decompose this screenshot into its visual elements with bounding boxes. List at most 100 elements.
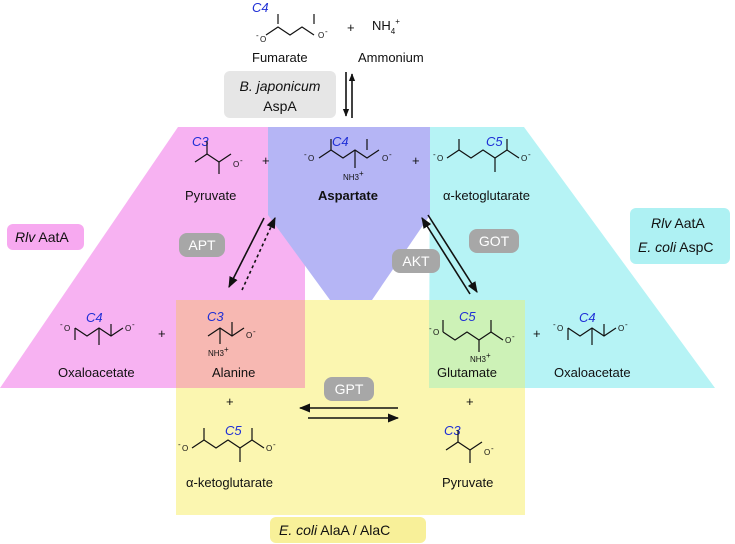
lower-plus-right: + bbox=[533, 326, 541, 341]
svg-text:NH3+: NH3+ bbox=[470, 351, 491, 364]
svg-text:O: O bbox=[437, 154, 443, 163]
rlv-right-organism: Rlv bbox=[651, 215, 672, 231]
ecoli-aspc-organism: E. coli bbox=[638, 239, 677, 255]
svg-text:-: - bbox=[304, 150, 307, 159]
fumarate-carbon-label: C4 bbox=[252, 0, 269, 15]
alanine-label: Alanine bbox=[212, 365, 255, 380]
svg-text:-: - bbox=[256, 31, 259, 40]
svg-text:O: O bbox=[505, 336, 511, 345]
svg-text:-: - bbox=[625, 320, 628, 329]
glutamate-carbon-label: C5 bbox=[459, 309, 476, 324]
got-text: GOT bbox=[479, 233, 510, 249]
akg-bottom-molecule: C5 O- O- α-ketoglutarate bbox=[178, 423, 276, 490]
ammonium-label: Ammonium bbox=[358, 50, 424, 65]
bottom-plus-right: + bbox=[466, 394, 474, 409]
svg-text:O: O bbox=[246, 331, 252, 340]
aspartate-label: Aspartate bbox=[318, 188, 378, 203]
ammonium-molecule: NH4+ Ammonium bbox=[358, 17, 424, 65]
alanine-carbon-label: C3 bbox=[207, 309, 224, 324]
aspartate-carbon-label: C4 bbox=[332, 134, 349, 149]
svg-text:-: - bbox=[512, 332, 515, 341]
ecoli-alaa-enzyme: AlaA / AlaC bbox=[317, 522, 390, 538]
upper-plus-1: + bbox=[262, 153, 270, 168]
rlv-left-enzyme: AatA bbox=[35, 229, 69, 245]
upper-plus-2: + bbox=[412, 153, 420, 168]
pyruvate-bottom-molecule: C3 O- Pyruvate bbox=[442, 423, 494, 490]
svg-text:E. coli AspC: E. coli AspC bbox=[638, 239, 713, 255]
svg-text:O: O bbox=[618, 324, 624, 333]
fumarate-molecule: C4 O- O- Fumarate bbox=[252, 0, 328, 65]
aspa-organism: B. japonicum bbox=[240, 78, 321, 94]
aspartate-amine-sup: + bbox=[359, 169, 364, 178]
aspa-enzyme: AspA bbox=[263, 98, 297, 114]
svg-text:O: O bbox=[521, 154, 527, 163]
svg-text:O: O bbox=[308, 154, 314, 163]
svg-text:-: - bbox=[253, 327, 256, 336]
svg-text:O: O bbox=[233, 160, 239, 169]
salmon-overlap-region bbox=[176, 300, 305, 388]
svg-text:-: - bbox=[553, 320, 556, 329]
top-plus: + bbox=[347, 20, 355, 35]
svg-text:O: O bbox=[318, 31, 324, 40]
svg-text:NH3+: NH3+ bbox=[208, 345, 229, 358]
svg-text:-: - bbox=[433, 150, 436, 159]
oxaloacetate-right-label: Oxaloacetate bbox=[554, 365, 631, 380]
gpt-text: GPT bbox=[335, 381, 364, 397]
svg-text:-: - bbox=[132, 320, 135, 329]
akt-text: AKT bbox=[402, 253, 430, 269]
ecoli-aspc-enzyme: AspC bbox=[676, 239, 713, 255]
svg-text:NH4+: NH4+ bbox=[372, 17, 400, 36]
got-pill: GOT bbox=[469, 229, 519, 253]
ecoli-alaa-label: E. coli AlaA / AlaC bbox=[270, 517, 426, 543]
apt-reverse-arrow bbox=[241, 216, 276, 291]
svg-text:Rlv AatA: Rlv AatA bbox=[651, 215, 705, 231]
pyruvate-top-molecule: C3 O- Pyruvate bbox=[185, 134, 243, 203]
rlv-aata-right-label: Rlv AatA E. coli AspC bbox=[630, 208, 730, 264]
svg-text:-: - bbox=[491, 444, 494, 453]
svg-text:O: O bbox=[125, 324, 131, 333]
akg-bottom-carbon-label: C5 bbox=[225, 423, 242, 438]
apt-text: APT bbox=[188, 237, 216, 253]
blue-region bbox=[268, 127, 430, 300]
svg-text:O: O bbox=[182, 444, 188, 453]
fumarate-label: Fumarate bbox=[252, 50, 308, 65]
lower-plus-left: + bbox=[158, 326, 166, 341]
pyruvate-top-label: Pyruvate bbox=[185, 188, 236, 203]
svg-text:NH3+: NH3+ bbox=[343, 169, 364, 182]
ammonium-sup: + bbox=[395, 17, 400, 26]
aspa-enzyme-box: B. japonicum AspA bbox=[224, 71, 336, 118]
svg-text:E. coli AlaA / AlaC: E. coli AlaA / AlaC bbox=[279, 522, 390, 538]
svg-text:Rlv AatA: Rlv AatA bbox=[15, 229, 69, 245]
gpt-pill: GPT bbox=[324, 377, 374, 401]
oxaloacetate-right-molecule: C4 O- O- Oxaloacetate bbox=[553, 310, 631, 380]
svg-text:O: O bbox=[64, 324, 70, 333]
svg-text:O: O bbox=[433, 328, 439, 337]
akt-pill: AKT bbox=[392, 249, 440, 273]
aspartate-amine: NH3 bbox=[343, 173, 360, 182]
svg-text:-: - bbox=[325, 27, 328, 36]
glutamate-molecule: C5 O- O- NH3+ Glutamate bbox=[429, 309, 515, 380]
alanine-amine: NH3 bbox=[208, 349, 225, 358]
akt-reverse-arrow bbox=[421, 217, 471, 295]
rlv-right-enzyme: AatA bbox=[671, 215, 705, 231]
ecoli-alaa-organism: E. coli bbox=[279, 522, 318, 538]
green-overlap-region bbox=[429, 300, 525, 388]
akg-bottom-label: α-ketoglutarate bbox=[186, 475, 273, 490]
glutamate-amine: NH3 bbox=[470, 355, 487, 364]
pyruvate-bottom-label: Pyruvate bbox=[442, 475, 493, 490]
svg-text:O: O bbox=[260, 35, 266, 44]
oxaloacetate-left-label: Oxaloacetate bbox=[58, 365, 135, 380]
oxaloacetate-left-molecule: C4 O- O- Oxaloacetate bbox=[58, 310, 135, 380]
akg-top-carbon-label: C5 bbox=[486, 134, 503, 149]
svg-text:O: O bbox=[557, 324, 563, 333]
apt-forward-arrow bbox=[228, 217, 265, 288]
apt-pill: APT bbox=[179, 233, 225, 257]
svg-text:-: - bbox=[273, 440, 276, 449]
oxaloacetate-right-carbon-label: C4 bbox=[579, 310, 596, 325]
ammonium-sub: 4 bbox=[391, 27, 396, 36]
svg-text:-: - bbox=[389, 150, 392, 159]
svg-text:O: O bbox=[484, 448, 490, 457]
alanine-amine-sup: + bbox=[224, 345, 229, 354]
bottom-plus-left: + bbox=[226, 394, 234, 409]
